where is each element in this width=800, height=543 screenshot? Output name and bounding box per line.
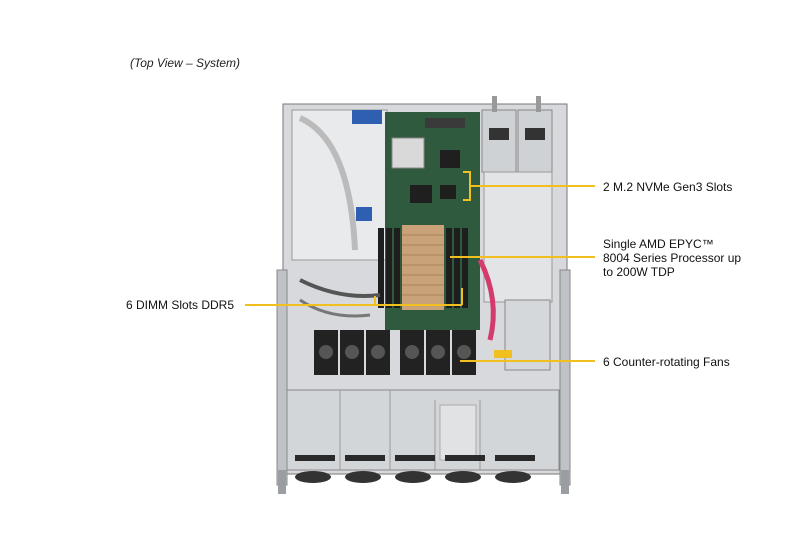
callout-cpu-line1: Single AMD EPYC™ bbox=[603, 237, 714, 251]
dimm-slot bbox=[378, 228, 384, 308]
psu-cage bbox=[483, 171, 553, 303]
callout-cpu: Single AMD EPYC™ 8004 Series Processor u… bbox=[603, 237, 741, 279]
cpu-heatsink bbox=[402, 225, 444, 310]
dimm-slot bbox=[394, 228, 400, 308]
dimm-slot bbox=[446, 228, 452, 308]
power-supply-1 bbox=[481, 109, 517, 173]
callout-nvme: 2 M.2 NVMe Gen3 Slots bbox=[603, 180, 733, 194]
riser-bracket bbox=[291, 109, 388, 261]
dimm-slot bbox=[454, 228, 460, 308]
callout-dimm: 6 DIMM Slots DDR5 bbox=[126, 298, 235, 312]
callout-fans: 6 Counter-rotating Fans bbox=[603, 355, 730, 369]
dimm-slot bbox=[462, 228, 468, 308]
callout-cpu-line3: to 200W TDP bbox=[603, 265, 675, 279]
view-caption: (Top View – System) bbox=[130, 56, 241, 70]
power-supply-2 bbox=[517, 109, 553, 173]
right-rail bbox=[559, 269, 571, 486]
callout-cpu-line2: 8004 Series Processor up bbox=[603, 251, 742, 265]
left-rail bbox=[276, 269, 288, 486]
dimm-slot bbox=[386, 228, 392, 308]
